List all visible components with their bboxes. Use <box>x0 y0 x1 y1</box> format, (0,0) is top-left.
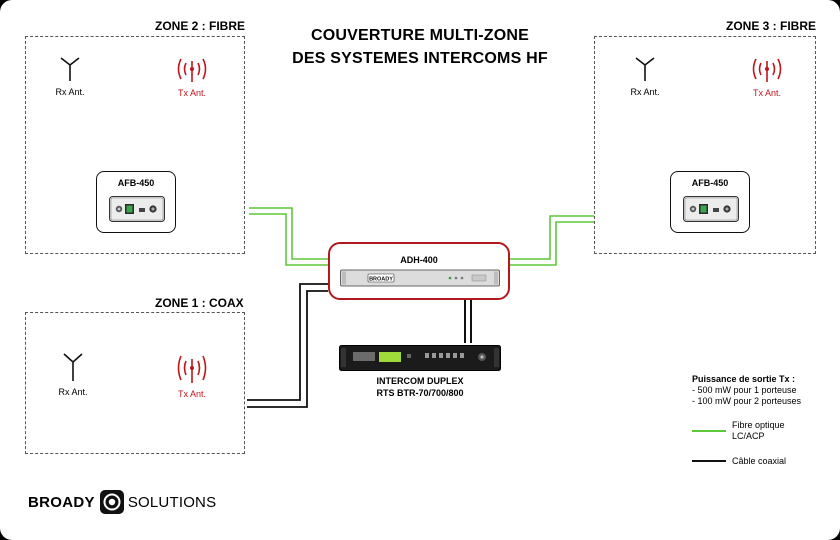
brand-name-part-2: SOLUTIONS <box>127 493 217 511</box>
zone-1-rx-antenna: Rx Ant. <box>51 352 95 397</box>
fibre-link-zone3 <box>510 215 594 266</box>
legend-power: Puissance de sortie Tx : - 500 mW pour 1… <box>692 374 801 407</box>
hub-brand-plate: BROADY <box>369 276 393 282</box>
adh-400-label: ADH-400 <box>400 255 438 265</box>
zone-1-label: ZONE 1 : COAX <box>155 296 244 310</box>
zone-3-rx-label: Rx Ant. <box>630 87 660 97</box>
zone-2-afb-label: AFB-450 <box>117 178 155 188</box>
afb-device-icon <box>683 196 739 222</box>
diagram-title: COUVERTURE MULTI-ZONE DES SYSTEMES INTER… <box>250 24 590 70</box>
antenna-icon <box>635 57 655 81</box>
zone-3-rx-antenna: Rx Ant. <box>623 56 667 97</box>
zone-1-tx-label: Tx Ant. <box>177 389 206 399</box>
zone-2-rx-label: Rx Ant. <box>55 87 85 97</box>
broadcast-antenna-icon <box>177 355 207 383</box>
intercom-line-2: RTS BTR-70/700/800 <box>376 388 464 398</box>
zone-2-label: ZONE 2 : FIBRE <box>155 19 246 33</box>
intercom-caption: INTERCOM DUPLEX RTS BTR-70/700/800 <box>345 375 495 399</box>
zone-2-box <box>25 36 245 254</box>
zone-3-label: ZONE 3 : FIBRE <box>726 19 817 33</box>
legend-power-line-2: - 100 mW pour 2 porteuses <box>692 396 802 406</box>
adh-400-hub: ADH-400 BROADY <box>328 242 510 300</box>
zone-3-box <box>594 36 816 254</box>
afb-device-icon <box>109 196 165 222</box>
zone-1-tx-antenna: Tx Ant. <box>170 352 214 399</box>
zone-2-tx-antenna: Tx Ant. <box>170 55 214 98</box>
zone-1-rx-label: Rx Ant. <box>58 387 88 397</box>
legend-coax-label: Câble coaxial <box>732 456 787 466</box>
legend-fibre-line-1: Fibre optique <box>732 420 785 430</box>
zone-2-tx-label: Tx Ant. <box>177 88 206 98</box>
zone-3-tx-antenna: Tx Ant. <box>745 55 789 98</box>
brand-name-part-1: BROADY <box>28 493 95 511</box>
legend-power-title: Puissance de sortie Tx : <box>692 374 796 384</box>
zone-2-rx-antenna: Rx Ant. <box>48 56 92 97</box>
legend-fibre: Fibre optique LC/ACP <box>732 420 785 442</box>
zone-3-afb-label: AFB-450 <box>691 178 729 188</box>
broadcast-antenna-icon <box>752 58 782 82</box>
intercom-line-1: INTERCOM DUPLEX <box>376 376 464 386</box>
legend-coax: Câble coaxial <box>732 456 786 466</box>
coax-link-zone1 <box>247 283 328 408</box>
brand-logo: BROADY SOLUTIONS <box>28 489 216 515</box>
title-line-1: COUVERTURE MULTI-ZONE <box>310 27 530 44</box>
broadcast-antenna-icon <box>177 58 207 82</box>
intercom-device-icon <box>339 345 501 371</box>
legend-power-line-1: - 500 mW pour 1 porteuse <box>692 385 797 395</box>
antenna-icon <box>60 57 80 81</box>
fibre-link-zone2 <box>249 207 328 266</box>
broady-logo-icon <box>99 490 124 514</box>
title-line-2: DES SYSTEMES INTERCOMS HF <box>292 50 548 67</box>
legend-fibre-line-2: LC/ACP <box>732 431 765 441</box>
zone-3-tx-label: Tx Ant. <box>752 88 781 98</box>
zone-1-box <box>25 312 245 454</box>
zone-3-afb-unit: AFB-450 <box>670 171 750 233</box>
rack-device-icon: BROADY <box>340 269 500 287</box>
zone-2-afb-unit: AFB-450 <box>96 171 176 233</box>
antenna-icon <box>63 353 83 381</box>
coax-link-intercom <box>464 300 472 343</box>
